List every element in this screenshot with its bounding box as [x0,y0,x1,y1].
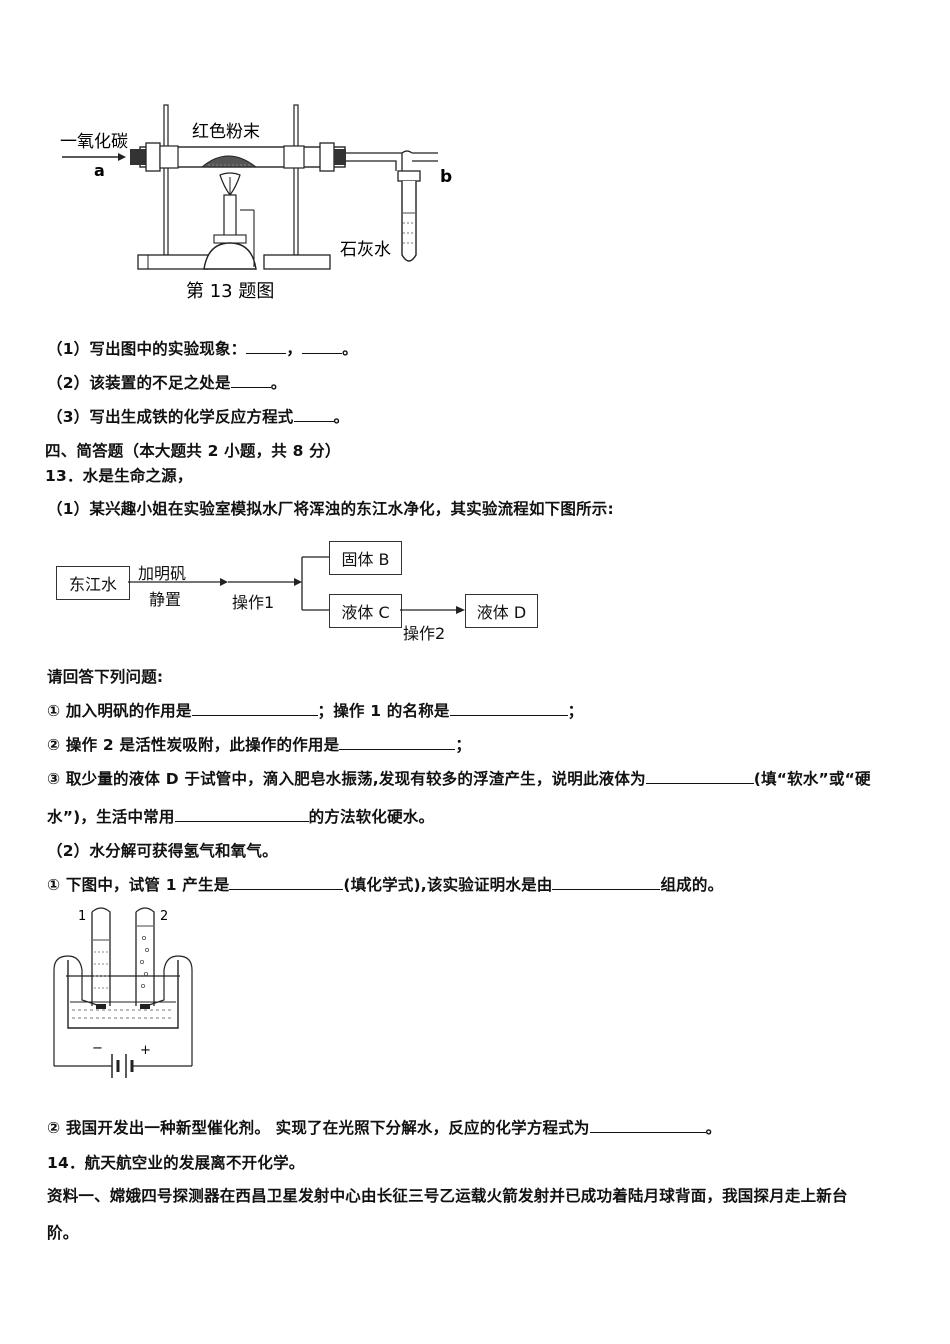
q13-electrolysis-1: ① 下图中，试管 1 产生是(填化学式),该实验证明水是由组成的。 [47,875,724,894]
q13-item-3: ③ 取少量的液体 D 于试管中，滴入肥皂水振荡,发现有较多的浮渣产生，说明此液体… [47,769,871,788]
answer-blank[interactable] [229,875,344,890]
answer-blank[interactable] [589,1118,706,1133]
answer-blank[interactable] [339,735,456,750]
q13-title: 13．水是生命之源， [45,467,193,485]
flow-label-settle: 静置 [149,590,182,609]
q13-part1: （1）某兴趣小姐在实验室模拟水厂将浑浊的东江水净化，其实验流程如下图所示: [47,500,614,518]
q13-answer-prompt: 请回答下列问题: [47,668,164,686]
point-b: b [440,167,452,187]
flow-node-liquid-c: 液体 C [329,594,402,628]
q13-item-3-cont: 水”)，生活中常用的方法软化硬水。 [47,807,435,826]
q13-part2: （2）水分解可获得氢气和氧气。 [47,842,278,860]
answer-blank[interactable] [293,407,334,422]
section-heading: 四、简答题（本大题共 2 小题，共 8 分） [45,442,341,460]
flow-arrows [128,556,465,614]
answer-blank[interactable] [552,875,661,890]
q14-material-1: 资料一、嫦娥四号探测器在西昌卫星发射中心由长征三号乙运载火箭发射并已成功着陆月球… [47,1187,848,1205]
flow-node-solid-b: 固体 B [329,541,402,575]
flow-label-op2: 操作2 [403,624,446,643]
q13-electrolysis-2: ② 我国开发出一种新型催化剂。 实现了在光照下分解水，反应的化学方程式为。 [47,1118,722,1137]
flow-label-add-alum: 加明矾 [138,564,187,583]
answer-blank[interactable] [449,701,568,716]
answer-blank[interactable] [174,807,309,822]
answer-blank[interactable] [302,339,343,354]
q13-item-1: ① 加入明矾的作用是；操作 1 的名称是； [47,701,584,720]
answer-blank[interactable] [246,339,287,354]
figure-13-apparatus: 一氧化碳 a 红色粉末 b 石灰水 第 13 题图 [60,104,452,302]
tube-1-label: 1 [78,909,86,924]
q13-item-2: ② 操作 2 是活性炭吸附，此操作的作用是； [47,735,472,754]
figure-caption: 第 13 题图 [186,281,274,302]
co-label: 一氧化碳 [60,132,128,152]
red-powder-label: 红色粉末 [192,122,260,142]
flow-label-op1: 操作1 [232,593,275,612]
electrolysis-figure: 1 2 − + [53,907,193,1078]
flow-node-liquid-d: 液体 D [465,594,538,628]
point-a: a [94,161,105,180]
tube-2-label: 2 [160,909,168,924]
answer-blank[interactable] [645,769,754,784]
answer-blank[interactable] [191,701,318,716]
q-prev-line-3: （3）写出生成铁的化学反应方程式。 [47,407,350,426]
battery-minus: − [92,1041,103,1056]
answer-blank[interactable] [230,373,271,388]
battery-plus: + [140,1043,151,1058]
limewater-label: 石灰水 [340,240,391,260]
q14-material-1-cont: 阶。 [47,1224,79,1242]
q-prev-line-2: （2）该装置的不足之处是。 [47,373,287,392]
q-prev-line-1: （1）写出图中的实验现象：，。 [47,339,358,358]
flow-node-dongjiang: 东江水 [56,566,130,600]
q14-title: 14．航天航空业的发展离不开化学。 [47,1154,305,1172]
